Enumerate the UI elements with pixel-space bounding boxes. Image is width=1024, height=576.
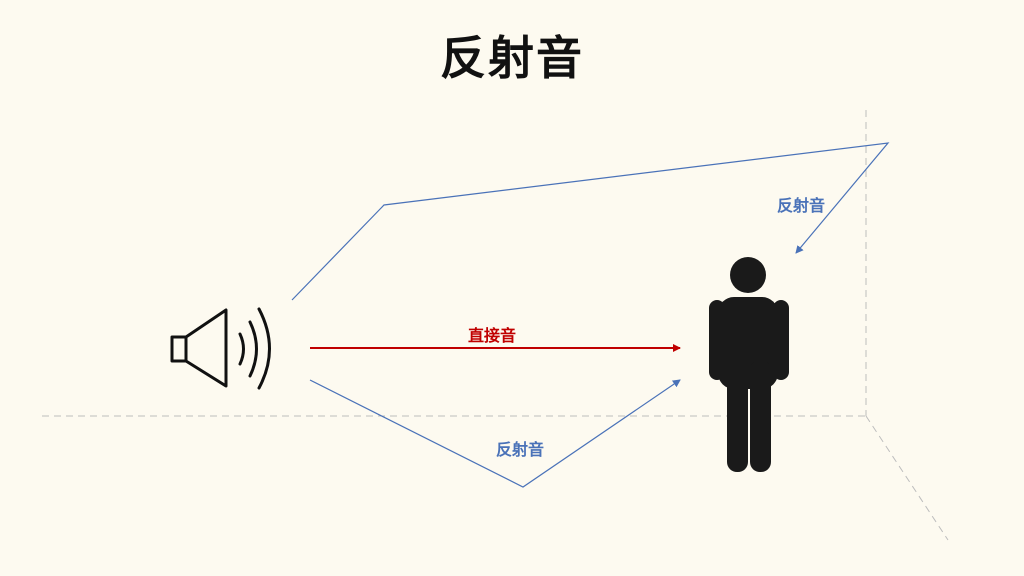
- reflection-label-floor: 反射音: [496, 440, 544, 459]
- reflection-label-ceiling: 反射音: [777, 196, 825, 215]
- floor-corner-line: [865, 415, 949, 541]
- person-icon: [709, 257, 789, 472]
- direct-sound-label: 直接音: [468, 326, 516, 345]
- room-guides: [42, 110, 949, 541]
- page-title: 反射音: [440, 31, 584, 85]
- speaker-icon: [170, 307, 271, 390]
- reflection-path-ceiling: [291, 142, 890, 301]
- reflection-path-floor: [309, 379, 681, 488]
